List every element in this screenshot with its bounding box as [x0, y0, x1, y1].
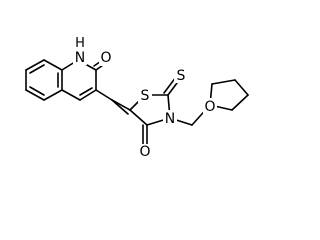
atom-o-thf: O [204, 99, 215, 115]
atom-labels: N H O S S N O O [73, 36, 217, 160]
atom-h-quinolinone: H [75, 36, 85, 51]
atom-o-thiazolidine: O [139, 144, 150, 160]
atom-o-quinolinone: O [100, 50, 111, 66]
atom-n-quinolinone: N [75, 50, 85, 66]
molecule-structure: N H O S S N O O [25, 36, 249, 160]
methylidene-linker [95, 89, 131, 115]
benzene-ring [25, 59, 63, 101]
atom-n-thiazolidine: N [165, 111, 175, 127]
atom-s-ring: S [141, 88, 150, 104]
atom-s-thione: S [177, 68, 186, 84]
